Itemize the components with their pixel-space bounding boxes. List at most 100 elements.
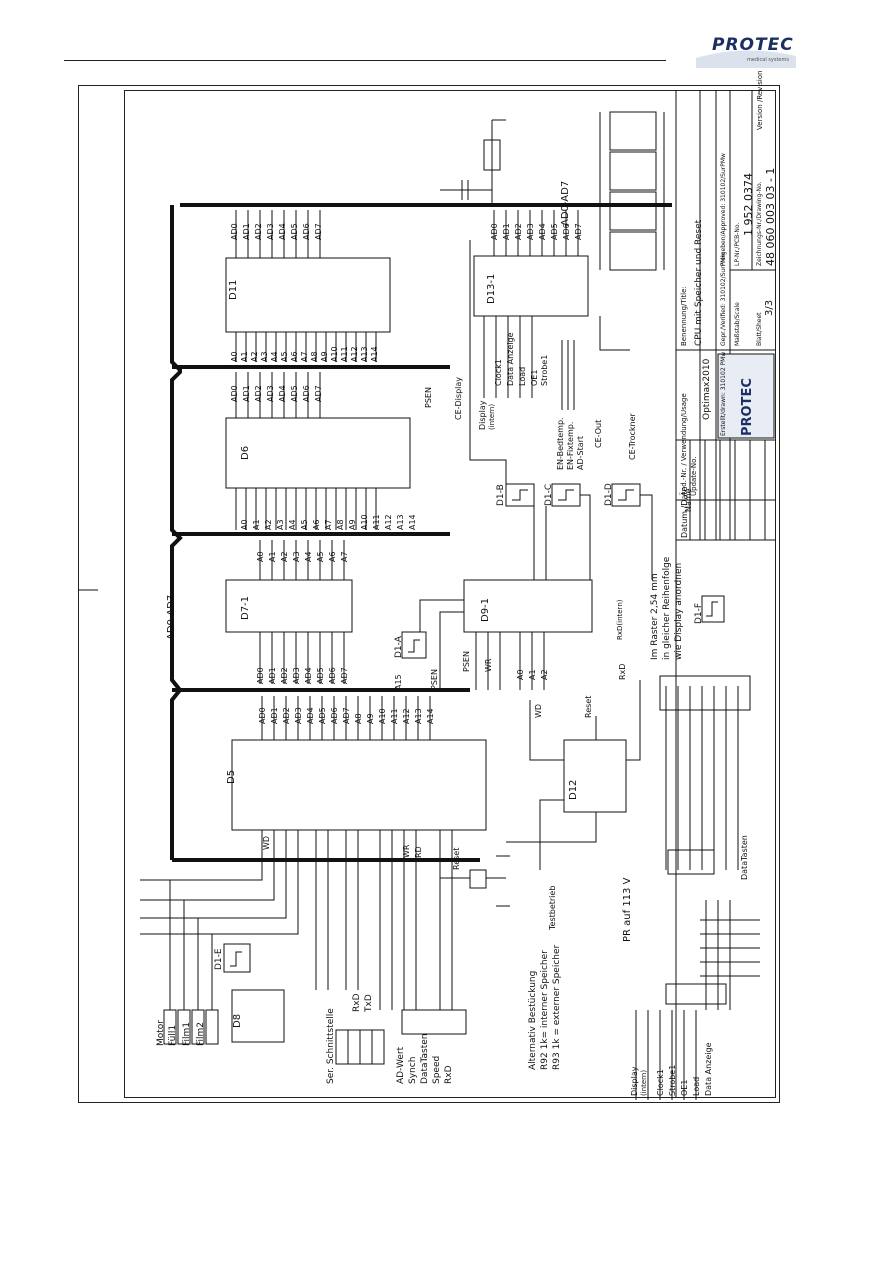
gate-d1b bbox=[505, 483, 535, 507]
label-rxd-conn: RxD bbox=[444, 1065, 454, 1084]
ad-label: AD4 bbox=[306, 707, 315, 724]
ad-label: AD0 bbox=[256, 667, 265, 684]
label-display-intern-bottom: (intern) bbox=[640, 1069, 648, 1096]
label-clock1: Clock1 bbox=[494, 359, 503, 386]
schematic-frame bbox=[124, 90, 776, 1098]
a-label: A3 bbox=[260, 351, 269, 362]
label-ce-display: CE-Display bbox=[454, 376, 463, 420]
a-label: A7 bbox=[300, 351, 309, 362]
label-oe1: OE1 bbox=[530, 369, 539, 386]
ad-label: AD6 bbox=[302, 385, 311, 402]
a-label: A9 bbox=[348, 519, 357, 530]
ad-label: AD1 bbox=[502, 223, 511, 240]
a-label: A3 bbox=[276, 519, 285, 530]
chip-d13 bbox=[473, 255, 589, 317]
ad-label: AD7 bbox=[314, 223, 323, 240]
note-alternativ: Alternativ Bestückung bbox=[528, 970, 538, 1070]
a-label: A11 bbox=[372, 514, 381, 530]
chip-d6 bbox=[225, 417, 411, 489]
a-label: A9 bbox=[366, 713, 375, 724]
decoupling-caps bbox=[599, 111, 665, 271]
chip-label-d13: D13-1 bbox=[486, 273, 497, 304]
chip-label-d9: D9-1 bbox=[480, 597, 491, 622]
ad-label: AD7 bbox=[342, 707, 351, 724]
chip-label-d5: D5 bbox=[226, 769, 237, 784]
d11-address-lines bbox=[235, 332, 377, 362]
label-film2: Film2 bbox=[196, 1021, 206, 1046]
ad-label: AD6 bbox=[302, 223, 311, 240]
label-reset-d5: Reset bbox=[452, 847, 461, 870]
d9-lines bbox=[419, 599, 545, 690]
tb-freigabe: Freigeben/Approved: 310102/SurPMw bbox=[720, 153, 727, 266]
a-label: A6 bbox=[312, 519, 321, 530]
analog-connector bbox=[401, 1009, 467, 1035]
label-pr-auf: PR auf 113 V bbox=[622, 877, 633, 942]
a-label: A11 bbox=[390, 708, 399, 724]
a-label: A1 bbox=[528, 669, 537, 680]
a-label: A14 bbox=[408, 514, 417, 530]
tb-version: Version /Revision bbox=[756, 70, 764, 130]
a-label: A14 bbox=[426, 708, 435, 724]
chip-label-d11: D11 bbox=[228, 279, 239, 300]
a-label: A0 bbox=[240, 519, 249, 530]
a-label: A12 bbox=[350, 346, 359, 362]
label-rxd-intern: RxD(intern) bbox=[616, 599, 624, 640]
chip-label-d8: D8 bbox=[232, 1013, 243, 1028]
gate-d1c bbox=[551, 483, 581, 507]
ad-label: AD5 bbox=[290, 223, 299, 240]
label-en-fixtemp: EN-Fixtemp. bbox=[566, 421, 575, 470]
d11-data-lines bbox=[235, 210, 321, 258]
ad-label: AD4 bbox=[304, 667, 313, 684]
label-psen-d9: PSEN bbox=[430, 669, 439, 690]
tb-massstab: Maßstab/Scale bbox=[734, 302, 741, 346]
enable-lines bbox=[469, 240, 653, 580]
tb-update: Update-No. bbox=[690, 456, 698, 497]
chip-label-d1c: D1-C bbox=[544, 483, 554, 506]
keypad-network bbox=[659, 675, 760, 1010]
label-psen-d5: PSEN bbox=[462, 651, 471, 672]
tb-blatt-value: 3/3 bbox=[764, 299, 775, 316]
a-label: A4 bbox=[304, 551, 313, 562]
label-strobe1: Strobe1 bbox=[540, 354, 549, 386]
label-wr: WR bbox=[484, 658, 493, 672]
label-film1: Film1 bbox=[182, 1021, 192, 1046]
label-motor: Motor bbox=[156, 1019, 166, 1046]
label-display-bottom: Display bbox=[630, 1066, 639, 1097]
a-label: A10 bbox=[378, 708, 387, 724]
ad-label: AD3 bbox=[294, 707, 303, 724]
bus-label-main: AD0-AD7 bbox=[166, 594, 177, 640]
label-fuell1: Füll1 bbox=[168, 1024, 178, 1046]
a-label: A5 bbox=[280, 351, 289, 362]
chip-d12 bbox=[563, 739, 627, 813]
a-label: A10 bbox=[360, 514, 369, 530]
reset-circuit bbox=[506, 680, 641, 870]
protec-logo bbox=[696, 50, 796, 68]
a-label: A6 bbox=[290, 351, 299, 362]
ad-label: AD3 bbox=[526, 223, 535, 240]
a-label: A1 bbox=[268, 551, 277, 562]
label-datatasten-conn: DataTasten bbox=[420, 1033, 430, 1084]
title-logo-box bbox=[717, 353, 775, 439]
ad-label: AD3 bbox=[292, 667, 301, 684]
d5-port-lines bbox=[140, 830, 453, 1010]
chip-label-d1b: D1-B bbox=[496, 484, 506, 506]
ad-label: AD6 bbox=[330, 707, 339, 724]
ad-label: AD1 bbox=[268, 667, 277, 684]
note-r92: R92 1k= interner Speicher bbox=[540, 950, 550, 1070]
a-label: A12 bbox=[402, 708, 411, 724]
schematic-sheet bbox=[78, 85, 780, 1103]
label-ce-trockner: CE-Trockner bbox=[628, 413, 637, 460]
label-speed: Speed bbox=[432, 1055, 442, 1084]
note-raster2: in gleicher Reihenfolge bbox=[662, 556, 672, 660]
ad-label: AD1 bbox=[242, 385, 251, 402]
a-label: A8 bbox=[354, 713, 363, 724]
ad-label: AD0 bbox=[230, 223, 239, 240]
ad-label: AD1 bbox=[242, 223, 251, 240]
a-label: A15 bbox=[394, 674, 403, 690]
ad-label: AD5 bbox=[318, 707, 327, 724]
label-en-bedtemp: EN-Bedtemp. bbox=[556, 417, 565, 470]
label-psen: PSEN bbox=[424, 387, 433, 408]
ad-label: AD0 bbox=[490, 223, 499, 240]
d7-lines bbox=[259, 540, 345, 684]
